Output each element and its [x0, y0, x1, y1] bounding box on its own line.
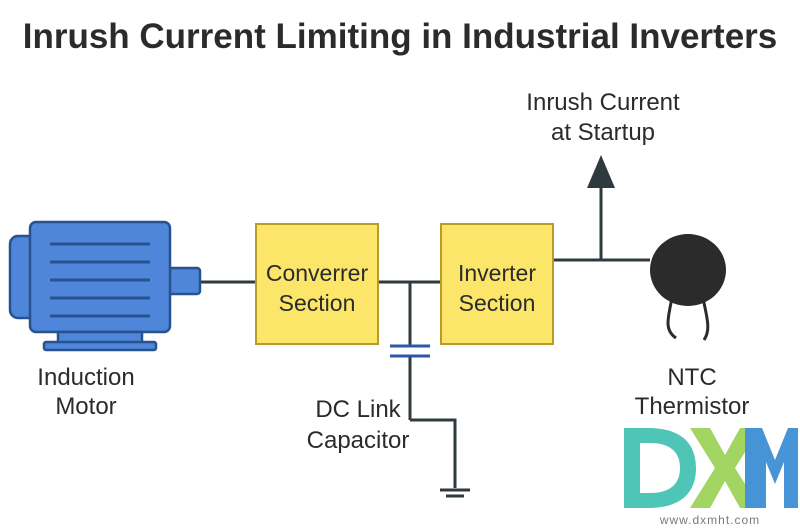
circuit-wires — [198, 186, 650, 488]
converter-label-line2: Section — [279, 290, 356, 316]
capacitor-label-line1: DC Link — [315, 396, 401, 423]
motor-label-line2: Motor — [55, 393, 116, 420]
motor-label-line1: Induction — [37, 364, 134, 391]
capacitor-symbol — [390, 344, 430, 358]
inrush-label-line2: at Startup — [551, 119, 655, 146]
ntc-thermistor — [650, 234, 726, 341]
converter-label-line1: Converrer — [266, 260, 369, 286]
thermistor-label-line2: Thermistor — [635, 393, 750, 420]
induction-motor — [8, 220, 202, 352]
converter-section-box — [255, 223, 379, 345]
dxm-watermark-logo — [624, 428, 798, 508]
wire-to-ground — [410, 418, 457, 488]
ground-symbol — [440, 488, 470, 498]
thermistor-label-line1: NTC — [667, 364, 716, 391]
inrush-label-line1: Inrush Current — [526, 89, 680, 116]
watermark-url: www.dxmht.com — [659, 513, 760, 527]
capacitor-label-line2: Capacitor — [307, 427, 410, 454]
inverter-label-line1: Inverter — [458, 260, 536, 286]
inverter-label-line2: Section — [459, 290, 536, 316]
diagram-title: Inrush Current Limiting in Industrial In… — [23, 17, 778, 56]
inverter-section-box — [440, 223, 554, 345]
inrush-arrow-head — [587, 155, 615, 188]
